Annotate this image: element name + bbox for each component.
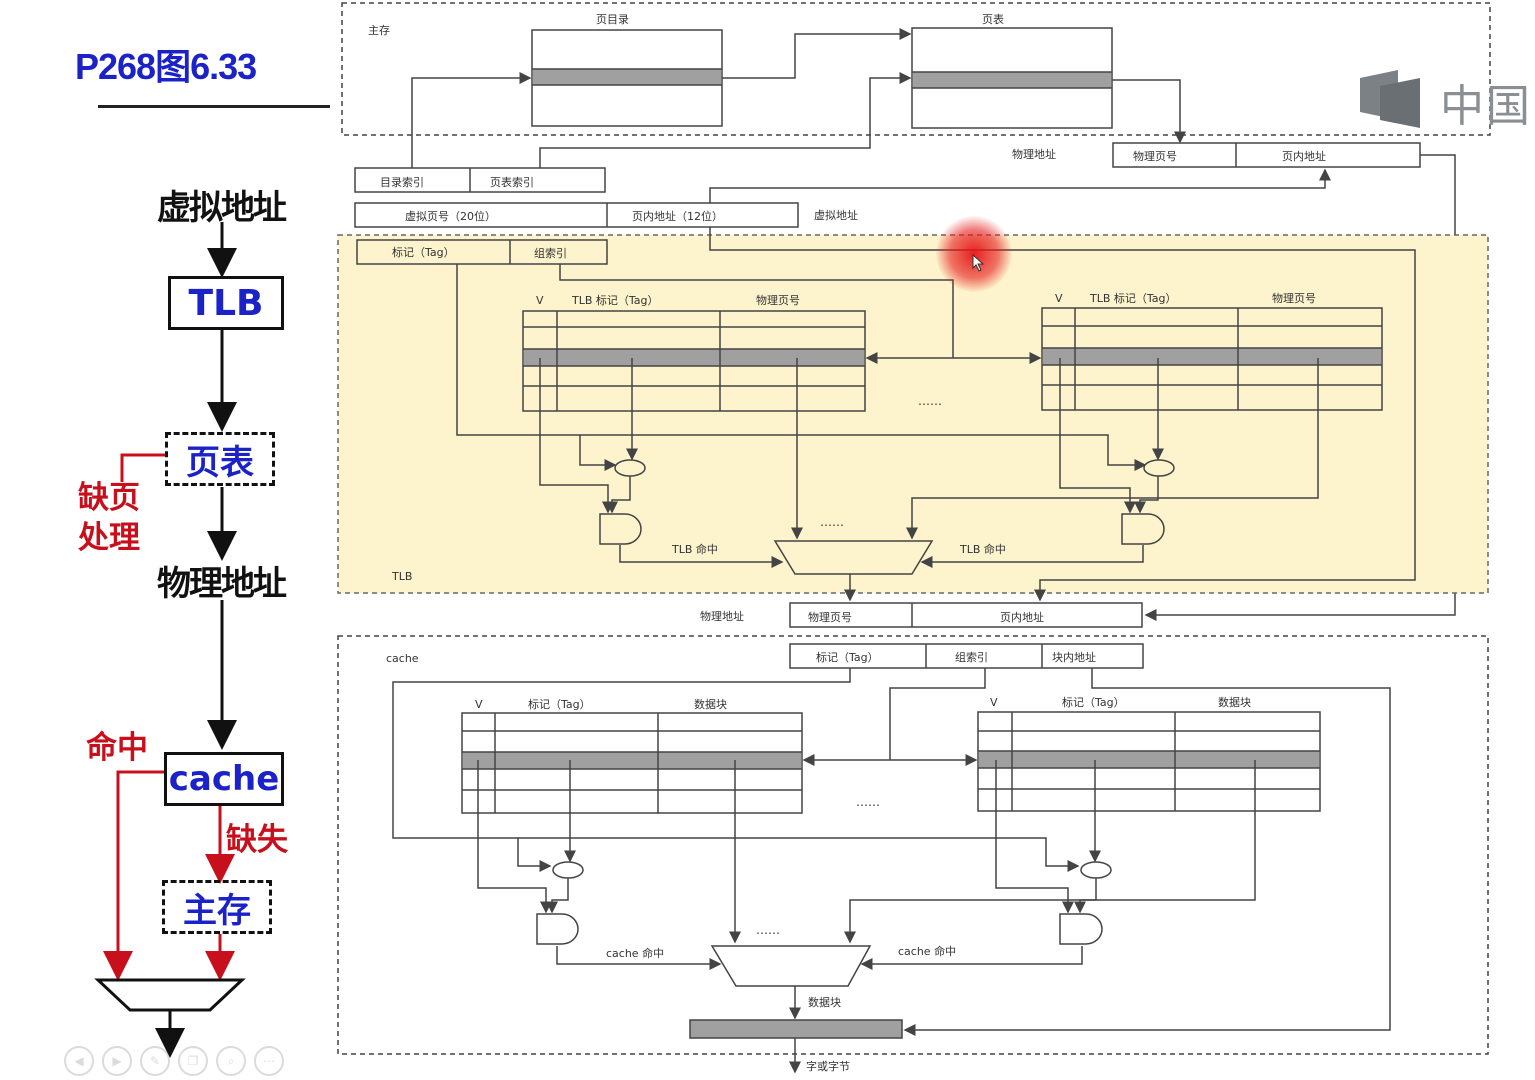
label-page-table: 页表 — [982, 12, 1004, 26]
tlb-right-col-ppn: 物理页号 — [1272, 291, 1316, 305]
label-physical-address-top: 物理地址 — [1012, 147, 1056, 161]
field-cache-block-offset: 块内地址 — [1052, 650, 1096, 664]
pen-icon[interactable]: ✎ — [140, 1046, 170, 1076]
label-tlb-hit-right: TLB 命中 — [959, 542, 1006, 556]
tlb-left-col-v: V — [536, 294, 544, 307]
flow-tlb-label: TLB — [188, 282, 264, 324]
cache-right-table — [977, 711, 1321, 812]
cache-left-col-data: 数据块 — [694, 697, 727, 711]
flow-tlb-box: TLB — [168, 276, 284, 330]
field-table-index: 页表索引 — [490, 175, 534, 189]
page-table-row — [913, 72, 1111, 88]
flow-connectors — [94, 222, 246, 1058]
tlb-region — [337, 234, 1489, 594]
slide-title: P268图6.33 — [75, 46, 257, 87]
tlb-left-col-tag: TLB 标记（Tag） — [571, 293, 659, 307]
tlb-tag-index-field — [356, 239, 608, 265]
tlb-right-table — [1041, 307, 1383, 411]
field-page-offset-12: 页内地址（12位） — [632, 209, 723, 223]
tlb-mux — [773, 540, 934, 575]
tlb-right-col-tag: TLB 标记（Tag） — [1089, 291, 1177, 305]
label-cache-hit-left: cache 命中 — [606, 946, 664, 960]
tlb-mux-ellipsis: …… — [820, 515, 844, 529]
brand-logo-icon — [1360, 70, 1420, 128]
field-ppn-mid: 物理页号 — [808, 610, 852, 624]
slideshow-toolbar: ◀ ▶ ✎ ❐ ⌕ ⋯ — [64, 1046, 284, 1076]
title-underline — [98, 105, 330, 108]
flow-page-table-box: 页表 — [165, 432, 275, 486]
cache-mux — [710, 945, 872, 987]
data-block-register — [689, 1019, 903, 1039]
main-memory-region — [341, 2, 1491, 136]
zoom-icon[interactable]: ⌕ — [216, 1046, 246, 1076]
label-physical-address-mid: 物理地址 — [700, 609, 744, 623]
flow-hit: 命中 — [86, 730, 148, 766]
tlb-right-col-v: V — [1055, 292, 1063, 305]
page-directory-row — [533, 69, 721, 85]
flow-cache-box: cache — [164, 752, 284, 806]
pointer-highlight — [936, 216, 1012, 292]
flow-physical-address: 物理地址 — [157, 564, 287, 604]
field-dir-index: 目录索引 — [380, 175, 424, 189]
flow-virtual-address: 虚拟地址 — [157, 188, 287, 228]
cache-left-col-tag: 标记（Tag） — [528, 697, 591, 711]
label-tlb-region: TLB — [391, 570, 412, 583]
label-byte-or-word: 字或字节 — [806, 1059, 850, 1073]
field-tlb-tag: 标记（Tag） — [392, 245, 455, 259]
label-virtual-address: 虚拟地址 — [814, 208, 858, 222]
field-vpn: 虚拟页号（20位） — [405, 209, 496, 223]
field-cache-tag: 标记（Tag） — [816, 650, 879, 664]
prev-icon[interactable]: ◀ — [64, 1046, 94, 1076]
dir-table-index-field — [354, 167, 606, 193]
tlb-ellipsis: …… — [918, 394, 942, 408]
flow-miss: 缺失 — [226, 822, 288, 858]
label-tlb-hit-left: TLB 命中 — [671, 542, 718, 556]
label-data-block: 数据块 — [808, 995, 841, 1009]
field-ppn-top: 物理页号 — [1133, 149, 1177, 163]
physical-address-mid-field — [789, 602, 1143, 628]
tlb-left-table — [522, 310, 866, 412]
cache-right-col-data: 数据块 — [1218, 695, 1251, 709]
flow-main-memory-box: 主存 — [162, 880, 272, 934]
flow-cache-label: cache — [168, 759, 280, 799]
cache-left-col-v: V — [475, 698, 483, 711]
output-mux — [94, 978, 246, 1012]
cache-ellipsis: …… — [856, 795, 880, 809]
flow-main-memory-label: 主存 — [183, 890, 251, 931]
cache-right-col-tag: 标记（Tag） — [1062, 695, 1125, 709]
cache-right-col-v: V — [990, 696, 998, 709]
flow-page-fault: 缺页 处理 — [78, 480, 140, 556]
field-offset-top: 页内地址 — [1282, 149, 1326, 163]
cache-address-field — [789, 643, 1144, 669]
copy-icon[interactable]: ❐ — [178, 1046, 208, 1076]
cache-region — [337, 635, 1489, 1055]
flow-page-table-label: 页表 — [186, 442, 254, 483]
label-main-memory: 主存 — [368, 23, 390, 37]
cache-left-table — [461, 712, 803, 814]
brand-text: 中国 — [1440, 81, 1532, 132]
label-cache-hit-right: cache 命中 — [898, 944, 956, 958]
more-icon[interactable]: ⋯ — [254, 1046, 284, 1076]
cursor-icon — [972, 254, 985, 272]
label-cache-region: cache — [386, 652, 419, 665]
cache-mux-ellipsis: …… — [756, 923, 780, 937]
physical-address-top-field — [1112, 142, 1421, 168]
label-page-directory: 页目录 — [596, 13, 629, 26]
field-offset-mid: 页内地址 — [1000, 610, 1044, 624]
next-icon[interactable]: ▶ — [102, 1046, 132, 1076]
field-cache-set-index: 组索引 — [955, 650, 988, 664]
virtual-address-field — [354, 202, 799, 228]
field-tlb-set-index: 组索引 — [534, 246, 567, 260]
tlb-left-col-ppn: 物理页号 — [756, 293, 800, 307]
